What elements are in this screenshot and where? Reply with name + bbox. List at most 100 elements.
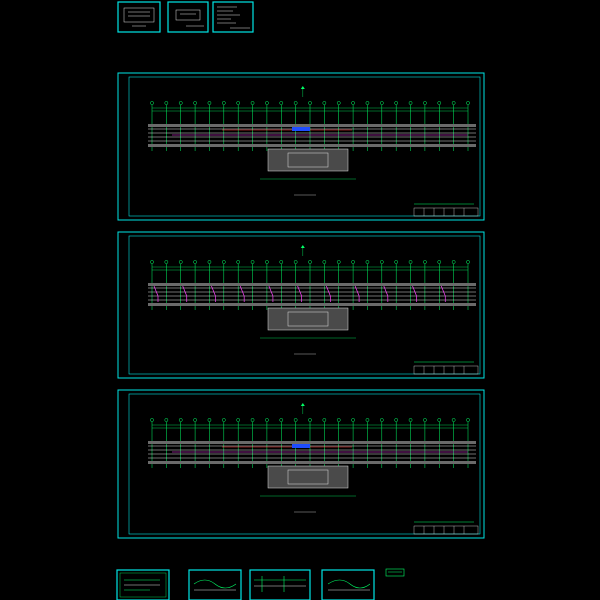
inner-frame [128, 235, 481, 375]
grid-bubble [379, 418, 384, 422]
magenta-stub [383, 285, 389, 302]
sheet-plan-lower[interactable] [117, 389, 485, 539]
grid-bubble [193, 260, 197, 264]
grid-bubble [408, 418, 413, 422]
grid-bubble [250, 101, 255, 105]
magenta-stub [440, 285, 446, 302]
title-block [413, 207, 479, 217]
core-block [267, 465, 349, 489]
slab-band [148, 124, 476, 127]
grid-bubble [336, 101, 341, 105]
grid-bubble [150, 260, 154, 264]
grid-bubble [265, 260, 269, 264]
sheet-plan-upper[interactable] [117, 72, 485, 221]
grid-bubble [164, 418, 169, 422]
grid-bubble [437, 101, 442, 105]
grid-bubble [221, 418, 226, 422]
grid-bubble [451, 101, 456, 105]
grid-bubble [207, 260, 212, 264]
grid-bubble [394, 418, 399, 422]
grid-bubble [279, 101, 284, 105]
inner-frame [128, 76, 481, 217]
core-block [267, 307, 349, 331]
grid-bubble [423, 260, 427, 264]
slab-band [148, 441, 476, 444]
magenta-stub [297, 285, 302, 302]
grid-bubble [466, 101, 470, 105]
core-inner [287, 469, 329, 485]
thumbnail-index-sheet[interactable] [167, 1, 209, 33]
thumbnail-detail-4[interactable] [321, 569, 375, 600]
thumbnail-cover-sheet[interactable] [117, 1, 161, 33]
grid-bubble [308, 418, 312, 422]
grid-bubble [164, 101, 169, 105]
grid-bubble [336, 418, 341, 422]
core-inner [287, 152, 329, 168]
slab-band [148, 144, 476, 147]
grid-bubble [379, 101, 384, 105]
grid-bubble [322, 260, 327, 264]
slab-band [148, 461, 476, 464]
grid-bubble [322, 418, 327, 422]
grid-bubble [351, 260, 355, 264]
core-inner [287, 311, 329, 327]
legend-stamp [385, 568, 405, 577]
grid-bubble [394, 260, 399, 264]
thumbnail-detail-2[interactable] [188, 569, 242, 600]
grid-bubble [466, 418, 470, 422]
magenta-stub [153, 285, 159, 302]
grid-bubble [423, 101, 427, 105]
thumbnail-detail-3[interactable] [249, 569, 311, 600]
sheet-frame [117, 72, 485, 221]
grid-bubble [279, 260, 284, 264]
grid-bubble [365, 101, 370, 105]
grid-bubble [351, 418, 355, 422]
grid-bubble [336, 260, 341, 264]
grid-bubble [451, 418, 456, 422]
thumbnail-detail-1[interactable] [116, 569, 170, 600]
grid-bubble [236, 101, 241, 105]
grid-bubble [207, 101, 212, 105]
grid-bubble [437, 260, 442, 264]
north-arrow-icon [300, 403, 305, 406]
grid-bubble [466, 260, 470, 264]
magenta-stub [239, 285, 245, 302]
north-arrow-icon [300, 86, 305, 89]
thumbnail-notes-sheet[interactable] [212, 1, 254, 33]
core-block [267, 148, 349, 172]
grid-bubble [150, 418, 154, 422]
north-arrow-icon [300, 245, 305, 248]
grid-bubble [279, 418, 284, 422]
grid-bubble [178, 260, 183, 264]
grid-bubble [408, 101, 413, 105]
magenta-stub [326, 285, 331, 302]
grid-bubble [250, 418, 255, 422]
grid-bubble [293, 101, 298, 105]
grid-bubble [236, 418, 241, 422]
grid-bubble [164, 260, 169, 264]
grid-bubble [379, 260, 384, 264]
grid-bubble [293, 418, 298, 422]
grid-bubble [322, 101, 327, 105]
grid-bubble [221, 260, 226, 264]
grid-bubble [150, 101, 154, 105]
grid-bubble [308, 260, 312, 264]
grid-bubble [207, 418, 212, 422]
top-thumbnails [117, 1, 254, 33]
highlight-block [292, 127, 310, 131]
main-sheets [117, 72, 485, 539]
grid-bubble [351, 101, 355, 105]
grid-bubble [451, 260, 456, 264]
slab-band [148, 303, 476, 306]
sheet-frame [117, 231, 485, 379]
slab-band [148, 283, 476, 286]
sheet-frame [117, 389, 485, 539]
sheet-plan-middle[interactable] [117, 231, 485, 379]
title-block [413, 365, 479, 375]
grid-bubble [221, 101, 226, 105]
magenta-stub [412, 285, 417, 302]
magenta-stub [182, 285, 188, 302]
grid-bubble [365, 418, 370, 422]
grid-bubble [236, 260, 241, 264]
